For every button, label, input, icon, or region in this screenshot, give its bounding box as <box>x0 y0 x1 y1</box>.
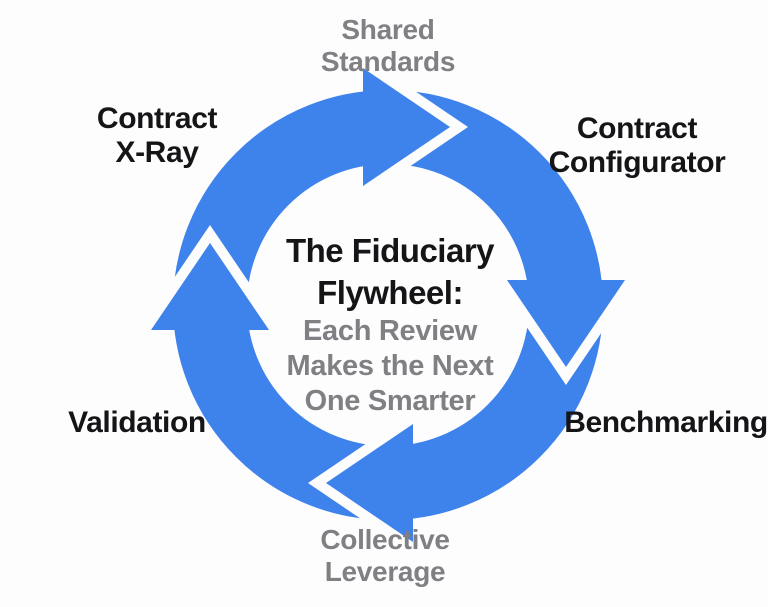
arrowhead-icon <box>363 68 450 186</box>
flow-arrow-bottom <box>308 424 413 542</box>
label-shared-standards: Shared Standards <box>320 14 456 78</box>
arrowhead-icon <box>507 280 625 367</box>
label-contract-x-ray: Contract X-Ray <box>96 102 218 169</box>
arrowhead-icon <box>151 243 269 330</box>
center-title: The Fiduciary Flywheel: <box>285 232 495 311</box>
flow-arrow-right <box>507 280 625 385</box>
flow-arrow-top <box>363 68 468 186</box>
center-subtitle: Each Review Makes the Next One Smarter <box>286 315 494 417</box>
label-benchmarking: Benchmarking <box>564 406 768 439</box>
label-collective-leverage: Collective Leverage <box>320 524 450 588</box>
flow-arrow-left <box>151 225 269 330</box>
arrowhead-icon <box>326 424 413 542</box>
label-contract-configurator: Contract Configurator <box>548 112 726 179</box>
label-validation: Validation <box>68 406 206 439</box>
